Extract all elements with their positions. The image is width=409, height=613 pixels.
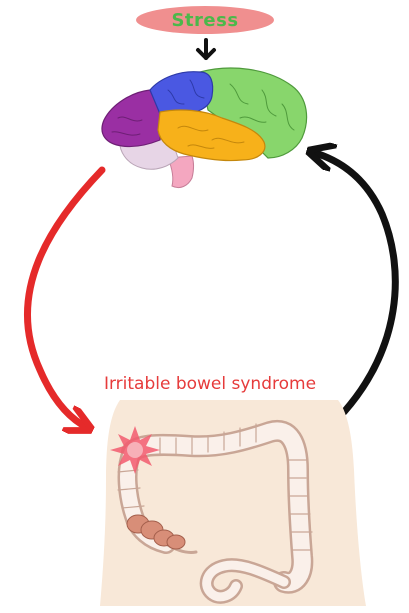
brain-illustration xyxy=(102,68,307,187)
brain-blue-lobe xyxy=(150,72,213,114)
brain-frontal-lobe xyxy=(102,90,160,147)
ibs-label: Irritable bowel syndrome xyxy=(60,374,360,394)
gut-to-brain-arrow xyxy=(312,152,395,412)
stress-label: Stress xyxy=(137,7,273,33)
stress-to-brain-arrow xyxy=(198,40,214,58)
